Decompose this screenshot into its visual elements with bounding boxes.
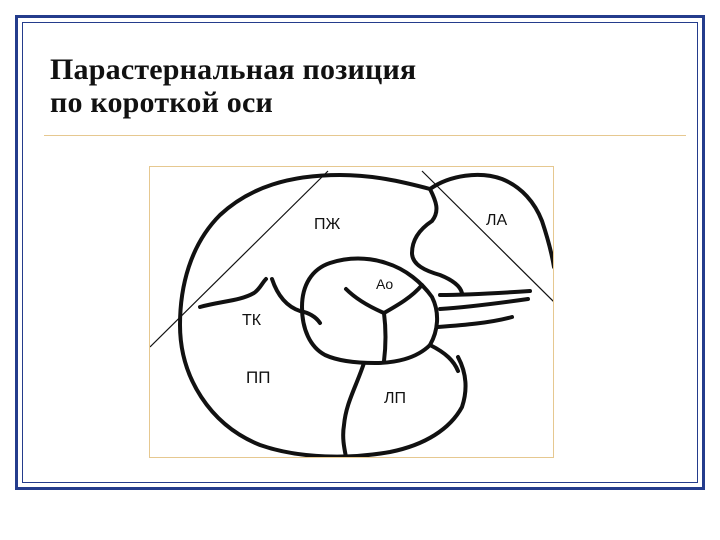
title-divider <box>44 135 686 136</box>
pa-branch-upper <box>438 289 532 297</box>
scan-line-right <box>421 170 553 302</box>
label-pa: ЛА <box>486 212 508 229</box>
tricuspid-leaflet-1 <box>198 277 268 309</box>
pulmonary-artery-contour <box>410 187 464 295</box>
pa-branch-lower <box>436 315 514 329</box>
label-ao: Ао <box>376 276 393 292</box>
slide-frame-inner <box>22 22 698 483</box>
aortic-ring-outer <box>300 256 439 365</box>
title-line-1: Парастернальная позиция <box>50 53 417 86</box>
pulmonary-artery-top <box>428 172 553 269</box>
aortic-commissure-3 <box>382 311 388 363</box>
heart-outer-contour <box>178 173 468 457</box>
title-line-2: по короткой оси <box>50 86 273 119</box>
label-rv: ПЖ <box>314 216 341 233</box>
label-la: ЛП <box>384 390 406 407</box>
heart-diagram-svg: ПЖ ЛА Ао ТК ПП ЛП <box>150 170 553 457</box>
heart-diagram: ПЖ ЛА Ао ТК ПП ЛП <box>149 166 554 458</box>
pa-branch-mid <box>438 297 530 311</box>
interatrial-septum <box>341 361 366 457</box>
left-atrium-border <box>428 343 460 373</box>
slide-title: Парастернальная позиция по короткой оси <box>50 53 416 119</box>
label-ra: ПП <box>246 368 270 387</box>
label-tv: ТК <box>242 312 262 329</box>
tricuspid-leaflet-2 <box>270 277 322 325</box>
scan-line-left <box>150 170 329 348</box>
slide-frame-outer <box>15 15 705 490</box>
aortic-commissure-1 <box>344 287 386 315</box>
aortic-commissure-2 <box>382 283 424 315</box>
